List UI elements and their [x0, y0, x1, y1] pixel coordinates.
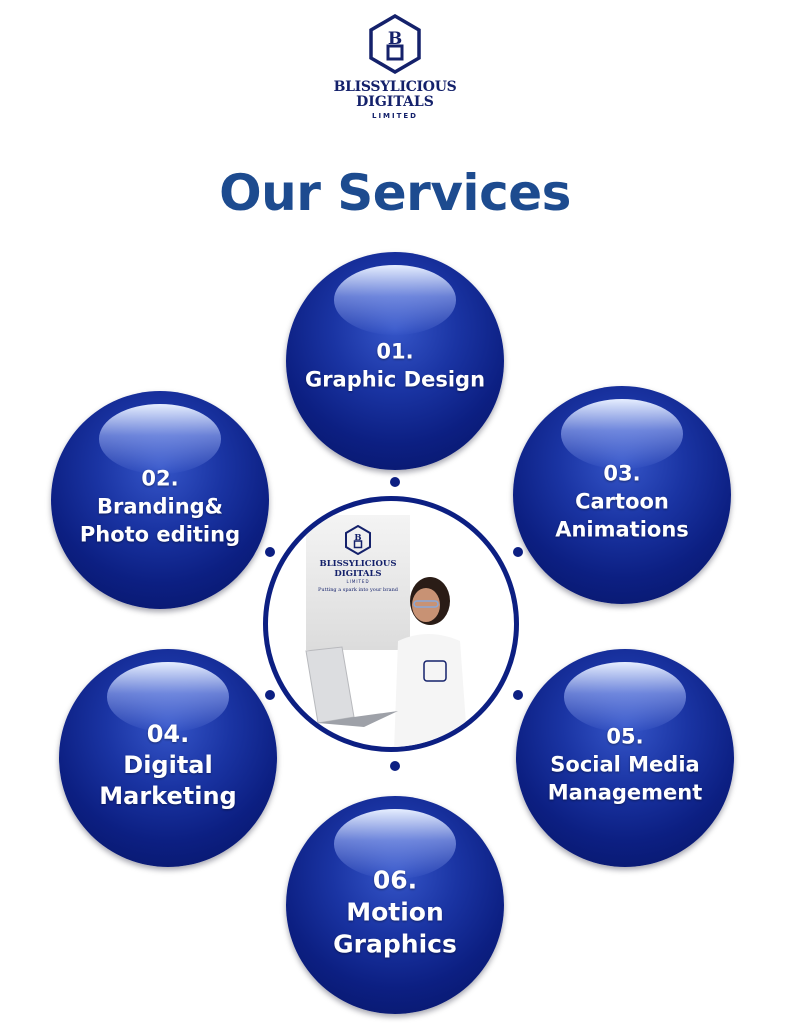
brand-name-line1: BLISSYLICIOUS [333, 79, 457, 95]
service-number: 02. [141, 466, 179, 491]
service-label: Motion [346, 897, 444, 927]
service-graphic-design: 01. Graphic Design [286, 252, 504, 470]
service-label: Photo editing [79, 522, 241, 547]
service-number: 03. [603, 461, 641, 486]
office-sign: B BLISSYLICIOUS DIGITALS LIMITED Putting… [306, 515, 410, 650]
connector-dot [265, 547, 275, 557]
hexagon-monogram-icon: B [345, 524, 371, 556]
service-label: Cartoon [575, 489, 669, 514]
center-photo: B BLISSYLICIOUS DIGITALS LIMITED Putting… [263, 496, 519, 752]
service-label: Graphic Design [304, 367, 486, 392]
page-title: Our Services [219, 164, 571, 222]
service-label: Marketing [99, 781, 237, 810]
service-label: Branding& [96, 494, 223, 519]
sign-name-line2: DIGITALS [334, 569, 382, 579]
connector-dot [513, 690, 523, 700]
sign-tagline: Putting a spark into your brand [318, 587, 398, 593]
connector-dot [390, 477, 400, 487]
brand-logo: B BLISSYLICIOUS DIGITALS LIMITED [0, 14, 790, 122]
service-branding-photo-editing: 02. Branding&Photo editing [51, 391, 269, 609]
hexagon-monogram-icon: B [369, 14, 421, 74]
woman-with-laptop-illustration [394, 577, 468, 747]
service-label: Management [547, 780, 703, 805]
service-label: Animations [555, 517, 689, 542]
svg-text:B: B [354, 533, 361, 543]
service-label: Social Media [550, 752, 700, 777]
brand-name-line2: DIGITALS [356, 94, 434, 110]
connector-dot [513, 547, 523, 557]
sign-name-line1: BLISSYLICIOUS [319, 559, 397, 569]
sign-name-line3: LIMITED [346, 579, 370, 584]
service-number: 05. [606, 724, 644, 749]
service-label: Graphics [333, 929, 457, 959]
brand-name-line3: LIMITED [371, 112, 418, 120]
svg-text:B: B [388, 29, 402, 49]
laptop-icon [305, 646, 398, 727]
service-number: 01. [376, 339, 414, 364]
connector-dot [390, 761, 400, 771]
service-number: 04. [146, 719, 190, 748]
service-label: Digital [123, 750, 213, 779]
connector-dot [265, 690, 275, 700]
service-number: 06. [372, 865, 418, 895]
